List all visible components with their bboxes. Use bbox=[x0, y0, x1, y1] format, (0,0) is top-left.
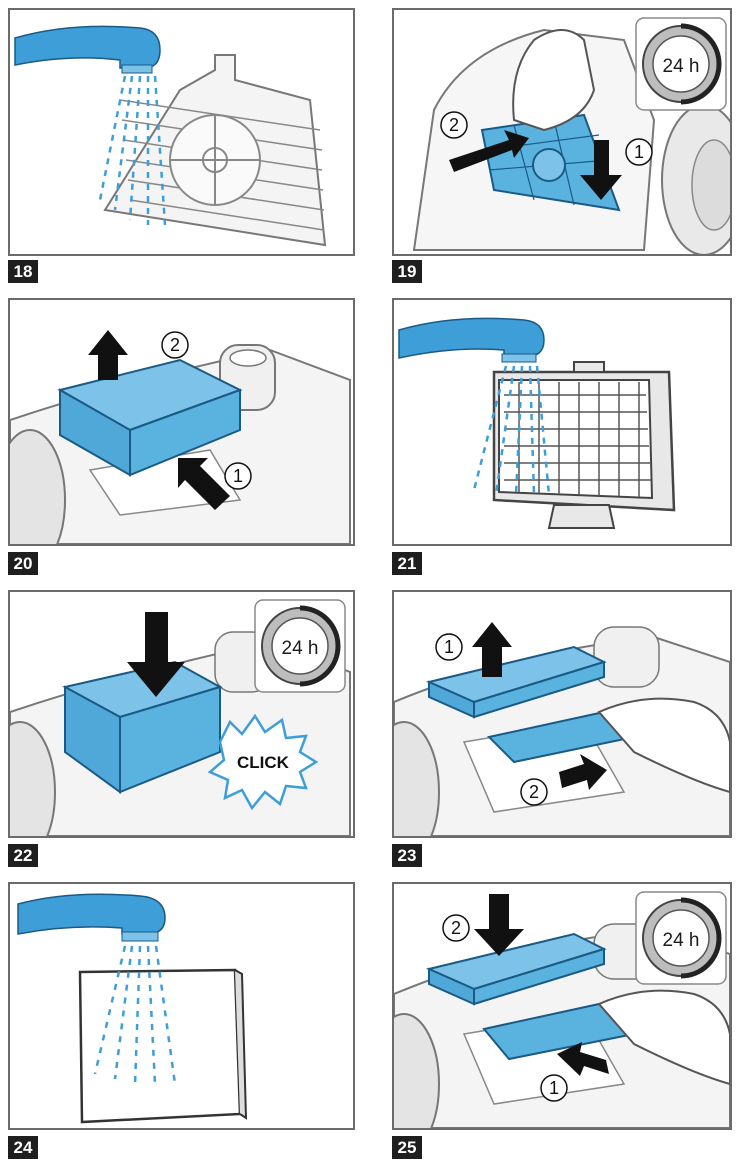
panel-step-18 bbox=[8, 8, 355, 256]
timer-24h-label: 24 h bbox=[663, 930, 700, 951]
tap-rinse-filter-frame-icon bbox=[14, 25, 327, 247]
step-number-25: 25 bbox=[392, 1136, 422, 1159]
step-number-18: 18 bbox=[8, 260, 38, 283]
panel-step-19: 2 1 24 h bbox=[392, 8, 732, 256]
step-number-23: 23 bbox=[392, 844, 422, 867]
tap-rinse-filter-pad-icon bbox=[17, 893, 248, 1124]
step-number-24: 24 bbox=[8, 1136, 38, 1159]
panel-step-24 bbox=[8, 882, 355, 1130]
panel-step-25: 2 1 24 h bbox=[392, 882, 732, 1130]
step-number-20: 20 bbox=[8, 552, 38, 575]
tap-rinse-hepa-filter-icon bbox=[398, 317, 676, 529]
timer-24h-label: 24 h bbox=[282, 638, 319, 659]
remove-filter-frame-icon: 2 1 24 h bbox=[412, 17, 730, 254]
callout-1: 1 bbox=[444, 637, 454, 657]
remove-motor-filter-icon: 1 2 bbox=[394, 622, 730, 836]
insert-motor-filter-icon: 2 1 24 h bbox=[394, 891, 730, 1128]
callout-2: 2 bbox=[449, 115, 459, 135]
panel-step-22: CLICK 24 h bbox=[8, 590, 355, 838]
step-number-21: 21 bbox=[392, 552, 422, 575]
callout-1: 1 bbox=[233, 466, 243, 486]
callout-1: 1 bbox=[549, 1078, 559, 1098]
step-number-22: 22 bbox=[8, 844, 38, 867]
callout-2: 2 bbox=[529, 782, 539, 802]
panel-step-21 bbox=[392, 298, 732, 546]
callout-2: 2 bbox=[451, 918, 461, 938]
callout-2: 2 bbox=[170, 335, 180, 355]
timer-24h-label: 24 h bbox=[663, 56, 700, 77]
remove-hepa-filter-icon: 2 1 bbox=[10, 330, 351, 544]
panel-step-23: 1 2 bbox=[392, 590, 732, 838]
insert-hepa-filter-icon: CLICK 24 h bbox=[10, 599, 351, 836]
callout-1: 1 bbox=[634, 142, 644, 162]
click-label: CLICK bbox=[237, 753, 290, 772]
panel-step-20: 2 1 bbox=[8, 298, 355, 546]
step-number-19: 19 bbox=[392, 260, 422, 283]
